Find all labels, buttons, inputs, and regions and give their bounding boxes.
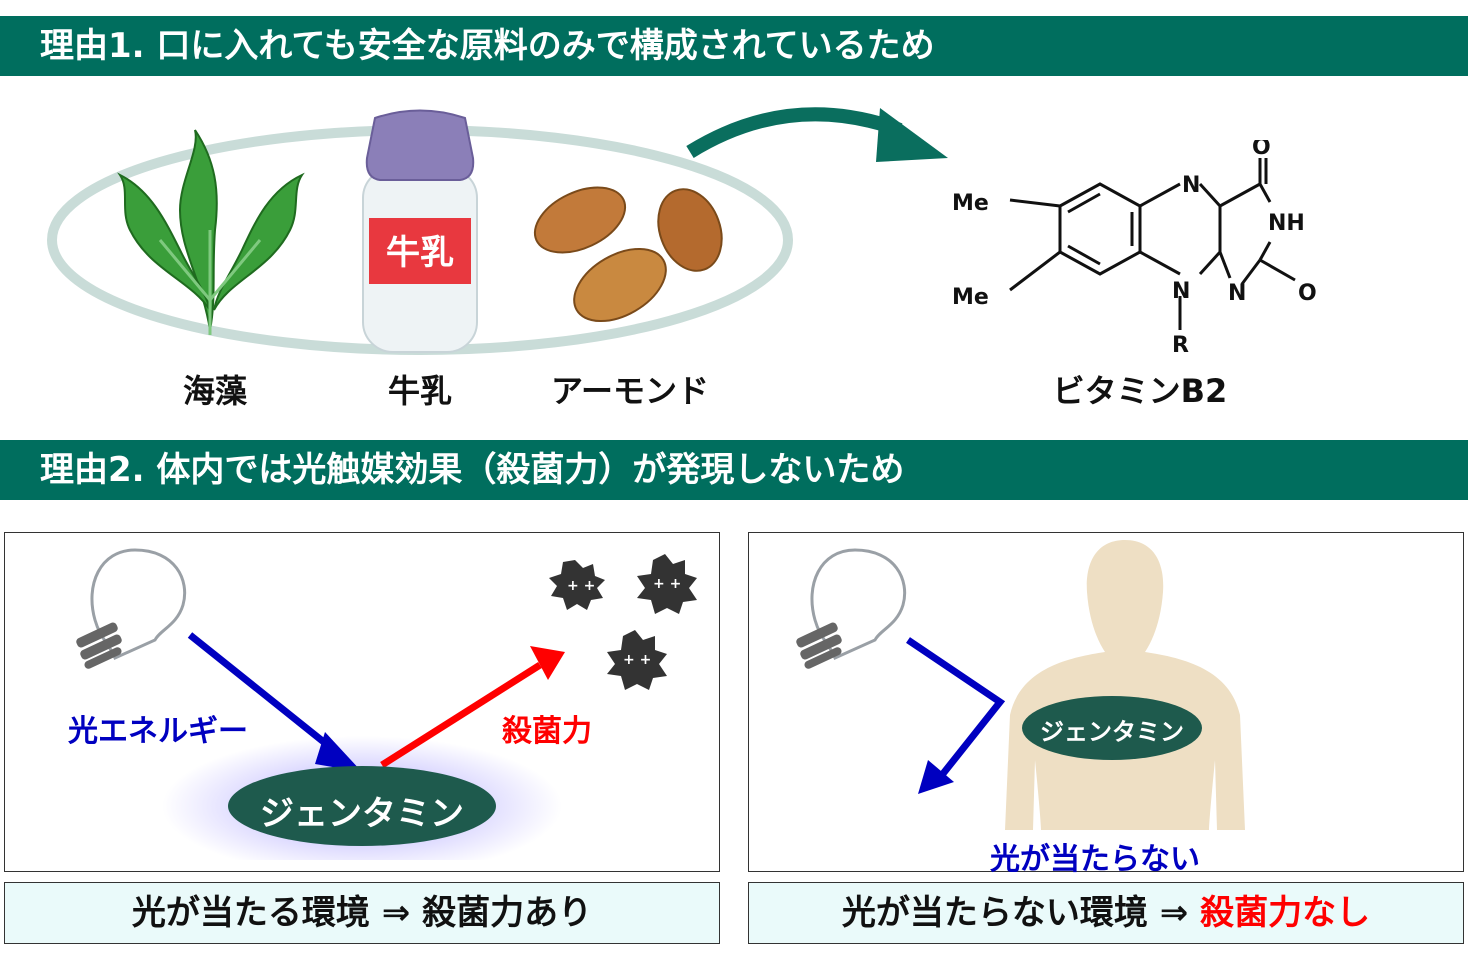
milk-bottle-icon: 牛乳: [362, 109, 478, 353]
caption-no-light: 光が当たらない環境 ⇒ 殺菌力なし: [748, 882, 1464, 944]
gentamin-ellipse-left: [228, 766, 496, 846]
gentamin-ellipse-right: [1022, 696, 1202, 760]
reason2-banner: 理由2. 体内では光触媒効果（殺菌力）が発現しないため: [0, 440, 1468, 500]
human-body-icon: [1005, 540, 1245, 830]
light-energy-arrow: [187, 632, 343, 758]
svg-text:+ +: + +: [567, 578, 595, 594]
reason2-title: 理由2. 体内では光触媒効果（殺菌力）が発現しないため: [40, 450, 905, 490]
atom-n-top: N: [1182, 173, 1200, 198]
atom-nh: NH: [1268, 211, 1305, 236]
lightbulb-icon: [76, 548, 187, 669]
lightbulb-icon-right: [796, 548, 907, 669]
seaweed-icon: [117, 129, 305, 335]
atom-me-bottom: Me: [952, 285, 989, 310]
svg-text:+ +: + +: [653, 576, 681, 592]
milk-label: 牛乳: [387, 372, 452, 410]
gentamin-label-right: ジェンタミン: [1040, 718, 1184, 746]
sterilizing-power-label: 殺菌力: [502, 714, 592, 749]
caption-light-result: 殺菌力あり: [422, 893, 593, 933]
light-energy-label: 光エネルギー: [68, 714, 248, 749]
vitamin-b2-structure: Me Me N N N NH O O R: [952, 140, 1317, 358]
no-light-label: 光が当たらない: [990, 842, 1200, 877]
bacteria-cluster-icon: + + + + + +: [549, 554, 697, 690]
sterilizing-arrow: [380, 662, 542, 768]
svg-text:+ +: + +: [623, 652, 651, 668]
vitamin-b2-label: ビタミンB2: [1052, 372, 1228, 410]
reason1-banner: 理由1. 口に入れても安全な原料のみで構成されているため: [0, 16, 1468, 76]
curved-arrow-icon: [686, 107, 948, 162]
caption-light: 光が当たる環境 ⇒ 殺菌力あり: [4, 882, 720, 944]
atom-n-bottom: N: [1172, 279, 1190, 304]
almond-icon: [533, 186, 723, 323]
atom-r: R: [1172, 333, 1189, 358]
atom-o-right: O: [1298, 281, 1317, 306]
almond-label: アーモンド: [550, 372, 710, 410]
atom-n-right: N: [1228, 281, 1246, 306]
atom-o-top: O: [1252, 140, 1271, 160]
seaweed-label: 海藻: [182, 372, 247, 410]
blocked-light-arrow: [906, 637, 1006, 794]
caption-light-prefix: 光が当たる環境 ⇒: [131, 893, 423, 933]
milk-bottle-label: 牛乳: [386, 233, 454, 273]
gentamin-label-left: ジェンタミン: [260, 794, 464, 834]
atom-me-top: Me: [952, 191, 989, 216]
energy-arrows: [162, 632, 565, 860]
reason1-title: 理由1. 口に入れても安全な原料のみで構成されているため: [40, 26, 935, 66]
caption-no-light-prefix: 光が当たらない環境 ⇒: [841, 893, 1201, 933]
caption-no-light-result: 殺菌力なし: [1200, 893, 1371, 933]
